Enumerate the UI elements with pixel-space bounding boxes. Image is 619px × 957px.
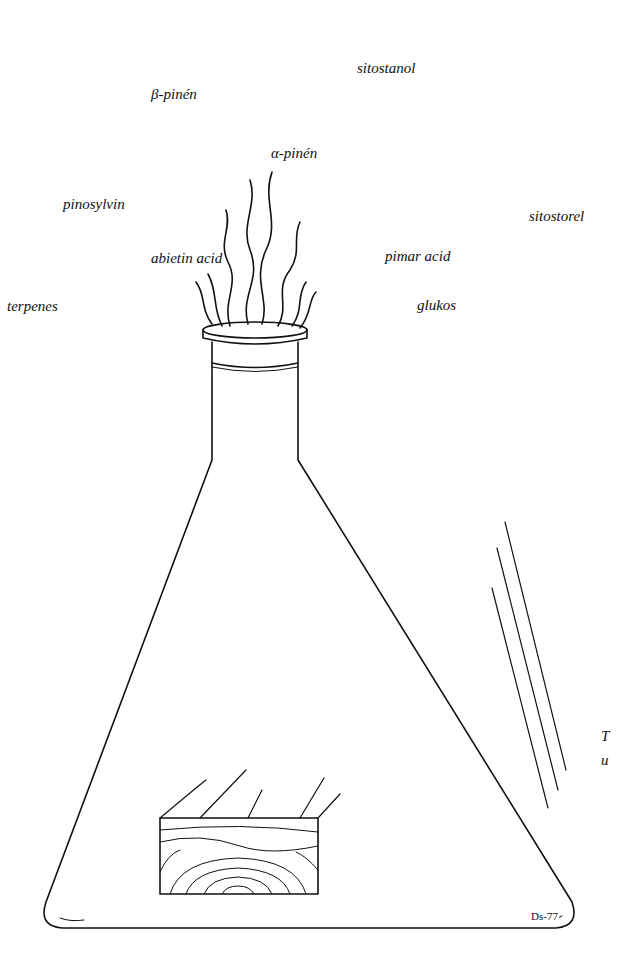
wood-edge [300, 778, 324, 818]
compound-label: sitostorel [528, 208, 585, 225]
glass-highlight [497, 548, 558, 790]
vapor [246, 180, 253, 324]
flask-rim [203, 322, 307, 338]
flask-base-shade [60, 918, 84, 921]
vapor [208, 274, 222, 326]
compound-label: β-pinén [150, 86, 198, 103]
flask-lip [203, 330, 307, 344]
compound-label: u [600, 752, 610, 769]
wood-edge [160, 780, 206, 818]
vapor [292, 282, 306, 326]
vapor [260, 172, 272, 324]
glass-highlight [492, 588, 548, 808]
neck-ridge [212, 367, 298, 372]
vapor [196, 282, 212, 324]
glass-highlight [505, 522, 566, 770]
wood-edge [248, 790, 262, 818]
compound-label: sitostanol [356, 60, 416, 77]
compound-label: glukos [416, 297, 457, 314]
compound-label: T [600, 728, 610, 745]
vapor [278, 222, 300, 326]
flask-outline [44, 342, 574, 928]
neck-ridge [212, 363, 298, 368]
wood-edge [200, 770, 246, 818]
compound-label: abietin acid [150, 250, 223, 267]
vapor [224, 210, 232, 326]
compound-label: terpenes [6, 298, 59, 315]
compound-label: α-pinén [270, 145, 318, 162]
compound-label: Ds-77 [530, 910, 559, 922]
wood-edge [318, 794, 340, 818]
wood-block [160, 818, 318, 894]
compound-label: pimar acid [384, 248, 451, 265]
compound-label: pinosylvin [62, 196, 126, 213]
wood-grain [160, 826, 318, 894]
vapor [300, 292, 316, 328]
